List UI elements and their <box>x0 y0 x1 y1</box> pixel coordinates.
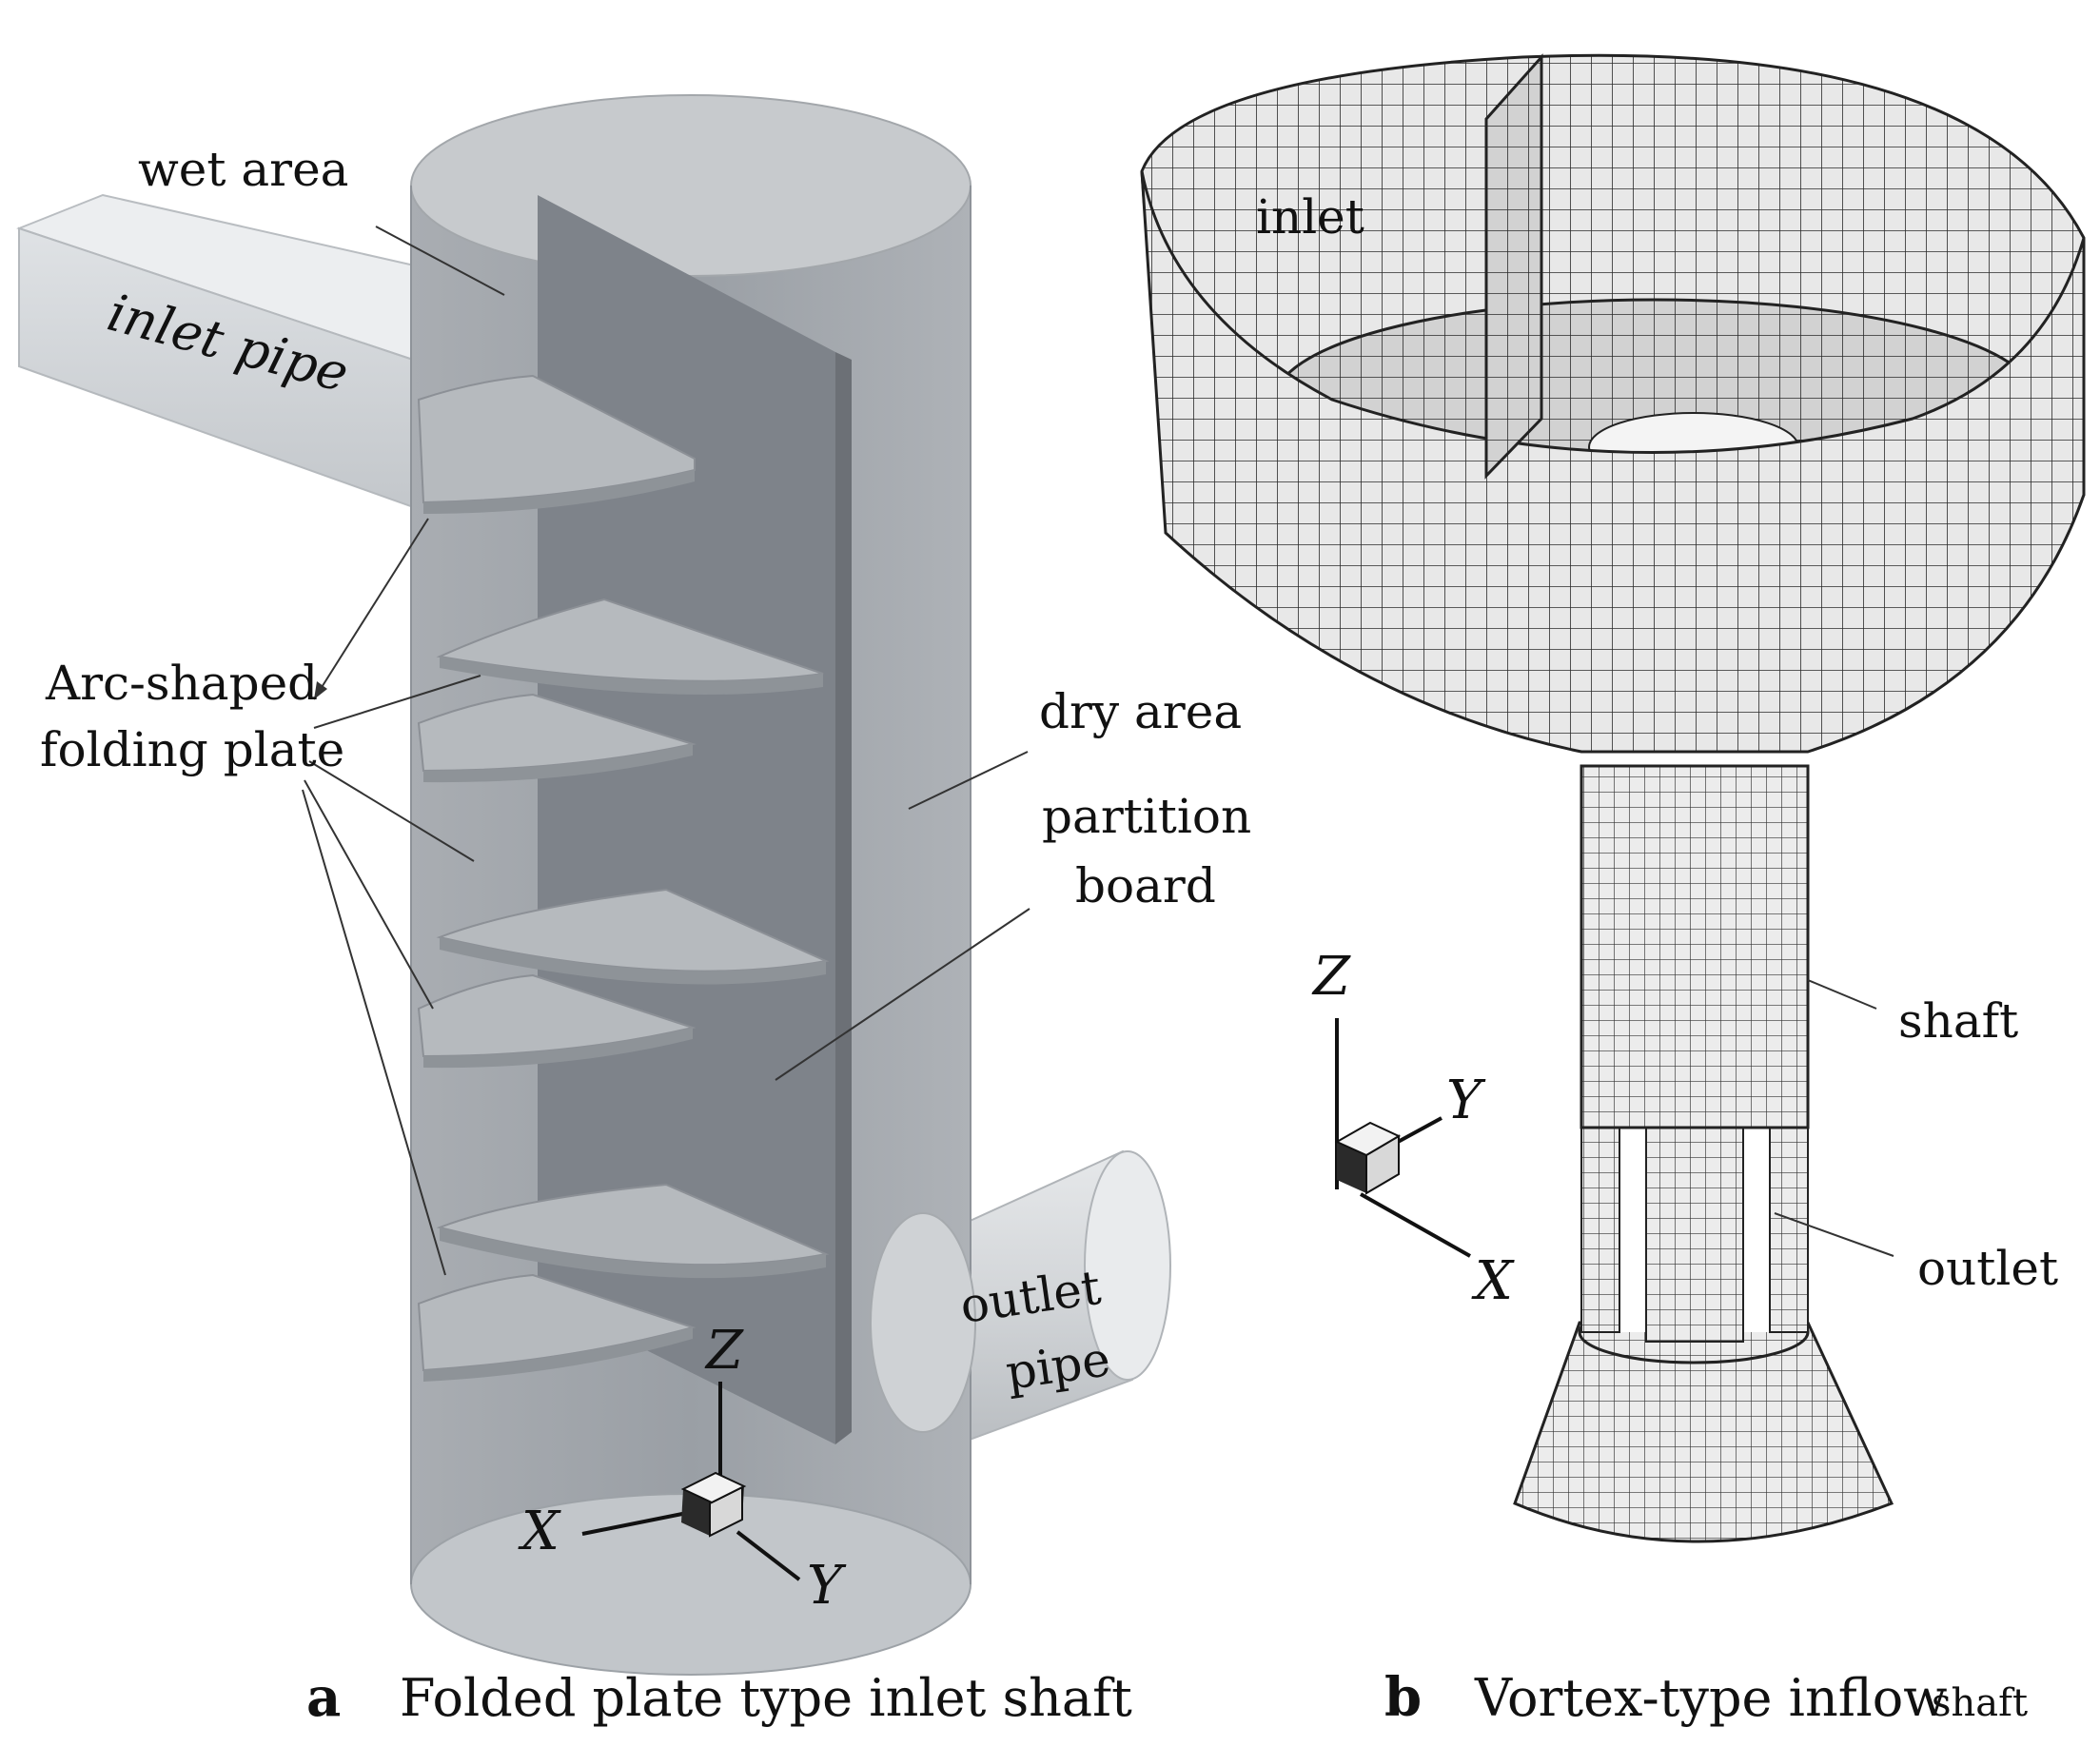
label-dry-area: dry area <box>1039 684 1242 739</box>
label-board: board <box>1075 858 1216 913</box>
caption-a-letter: a <box>306 1666 341 1729</box>
label-arc-shaped: Arc-shaped <box>45 656 318 711</box>
caption-b-suffix: shaft <box>1932 1681 2028 1725</box>
outlet-opening <box>870 1212 976 1433</box>
arc-shaped-plates <box>417 374 830 1382</box>
label-folding-plate: folding plate <box>40 722 344 777</box>
label-shaft: shaft <box>1898 993 2018 1049</box>
inlet-pipe-shape <box>16 193 420 511</box>
label-partition: partition <box>1042 789 1251 844</box>
panel-a-leaders <box>302 226 1030 1276</box>
outlet-pipe-shape <box>912 1149 1171 1448</box>
axis-z-label: Z <box>704 1320 744 1382</box>
shaft-upper <box>1580 764 1810 1129</box>
label-wet-area: wet area <box>138 142 348 197</box>
label-inlet: inlet <box>1256 189 1364 245</box>
partition-board <box>538 195 852 1444</box>
axis-x-label: X <box>518 1501 561 1562</box>
caption-b-text: Vortex-type inflow <box>1474 1668 1947 1728</box>
axis-x-label: X <box>1471 1250 1515 1312</box>
panel-b-vortex-shaft: Z Y X inlet shaft outlet <box>1140 53 2086 1543</box>
label-outlet: outlet <box>1917 1241 2058 1296</box>
panel-a-folded-plate-shaft: Z X Y wet area inlet pipe Arc-shaped fol… <box>16 94 1251 1676</box>
axis-y-label: Y <box>807 1555 847 1617</box>
panel-b-leaders <box>1774 979 1894 1257</box>
axis-y-label: Y <box>1446 1070 1486 1131</box>
vortex-chamber <box>1140 53 2086 754</box>
captions: a Folded plate type inlet shaft b Vortex… <box>306 1666 2028 1729</box>
caption-b-letter: b <box>1384 1666 1422 1729</box>
shaft-lower <box>1580 1112 1809 1343</box>
caption-a-text: Folded plate type inlet shaft <box>400 1668 1132 1728</box>
axis-triad-b: Z Y X <box>1311 946 1515 1312</box>
axis-z-label: Z <box>1311 946 1351 1008</box>
axis-triad-a: Z X Y <box>518 1320 847 1617</box>
